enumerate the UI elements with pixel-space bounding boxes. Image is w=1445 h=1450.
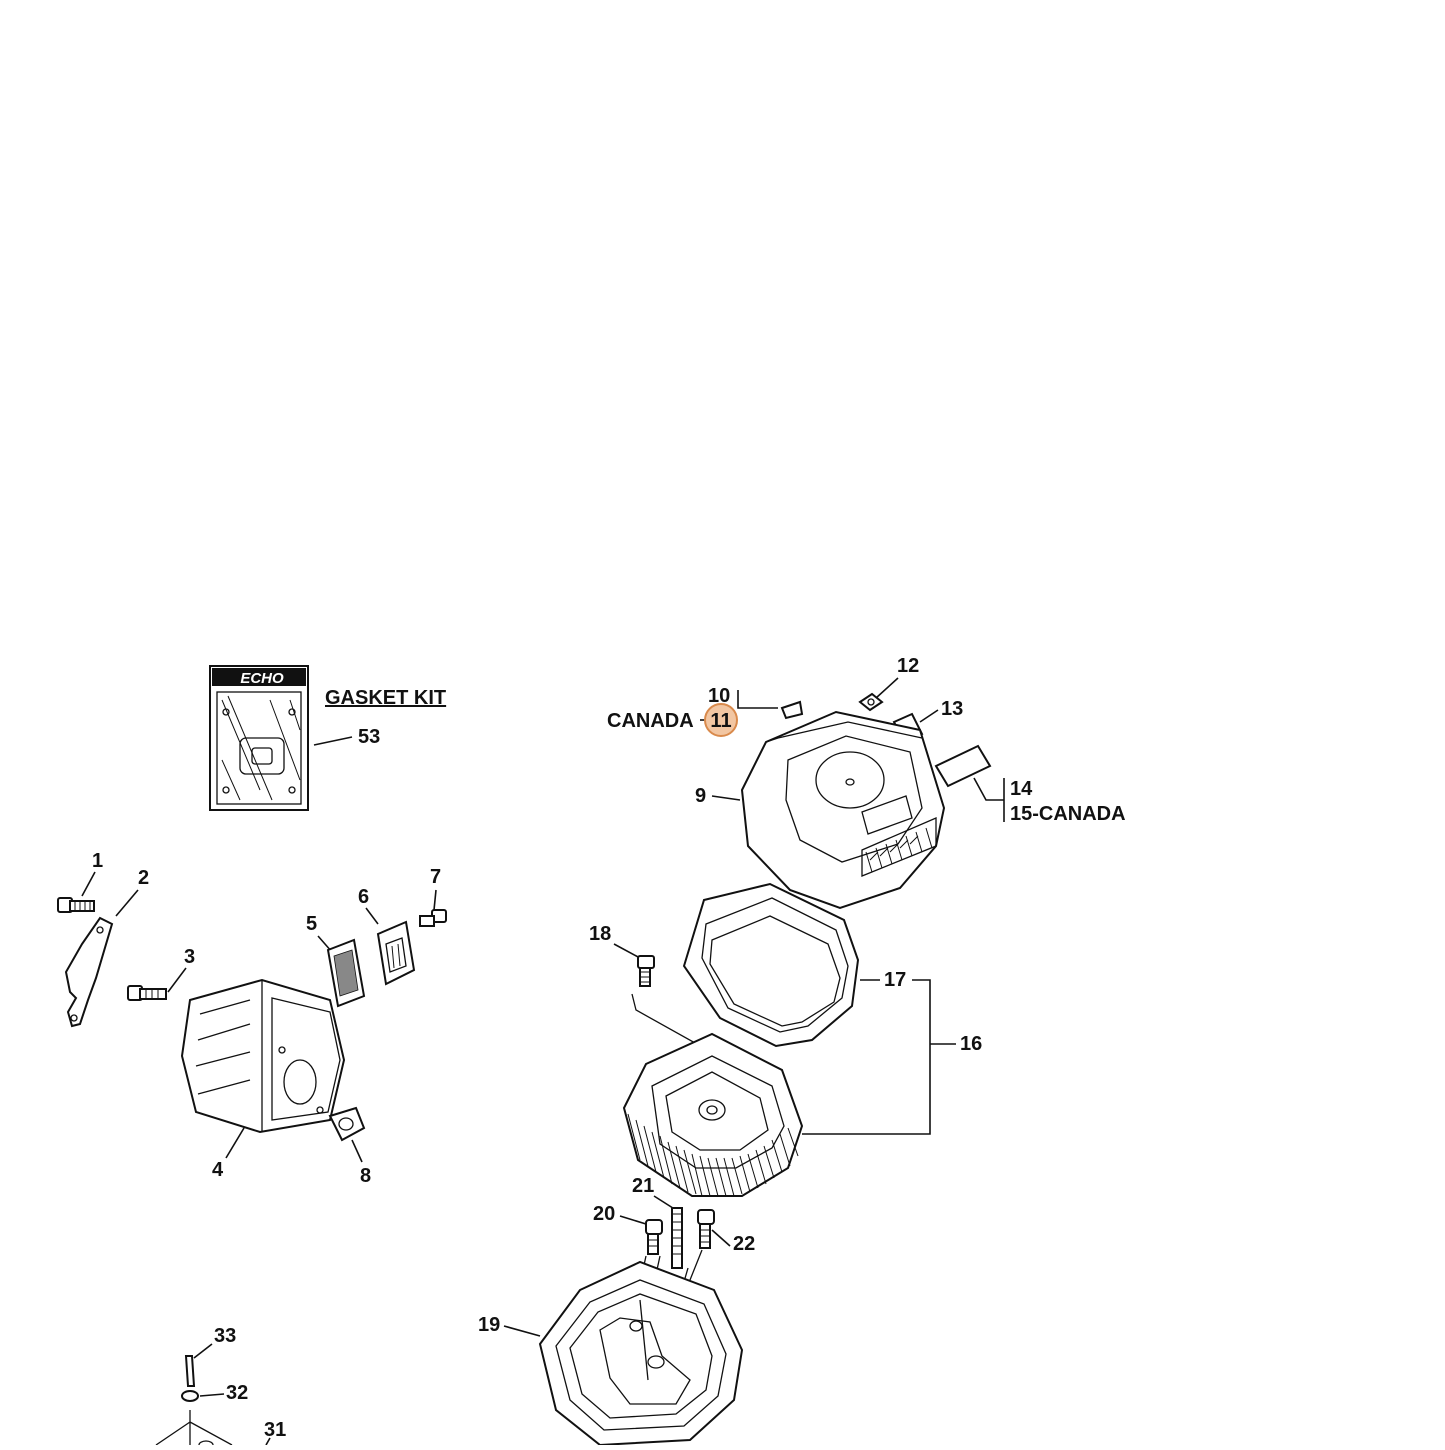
screw-20[interactable]: [645, 1219, 663, 1255]
echo-logo: ECHO: [240, 670, 284, 687]
callout-10[interactable]: 10: [708, 685, 730, 707]
callout-4[interactable]: 4: [212, 1159, 224, 1181]
muffler-cover-plate[interactable]: [376, 920, 416, 986]
pre-filter-17[interactable]: [682, 882, 860, 1048]
callout-17[interactable]: 17: [884, 969, 906, 991]
callout-13[interactable]: 13: [941, 698, 963, 720]
callout-1[interactable]: 1: [92, 850, 103, 872]
callout-32[interactable]: 32: [226, 1382, 248, 1404]
air-cleaner-cover[interactable]: [740, 710, 946, 910]
screw-22[interactable]: [697, 1209, 715, 1249]
washer-32[interactable]: [181, 1390, 199, 1402]
muffler[interactable]: [180, 978, 346, 1134]
muffler-bracket[interactable]: [64, 916, 114, 1028]
callout-53[interactable]: 53: [358, 726, 380, 748]
bolt-3[interactable]: [127, 985, 167, 1001]
knob-12[interactable]: [858, 692, 884, 712]
air-filter-element[interactable]: [622, 1032, 804, 1197]
callout-6[interactable]: 6: [358, 886, 369, 908]
screw-18[interactable]: [637, 955, 655, 987]
canada-label: CANADA: [607, 710, 694, 732]
callout-12[interactable]: 12: [897, 655, 919, 677]
label-14[interactable]: [934, 744, 992, 788]
callout-15[interactable]: 15-CANADA: [1010, 803, 1126, 825]
screw-7[interactable]: [419, 909, 447, 927]
callout-14[interactable]: 14: [1010, 778, 1033, 800]
callout-2[interactable]: 2: [138, 867, 149, 889]
callout-8[interactable]: 8: [360, 1165, 371, 1187]
callout-7[interactable]: 7: [430, 866, 441, 888]
callout-21[interactable]: 21: [632, 1175, 654, 1197]
callout-9[interactable]: 9: [695, 785, 706, 807]
bolt-1[interactable]: [57, 897, 95, 913]
callout-19[interactable]: 19: [478, 1314, 500, 1336]
callout-3[interactable]: 3: [184, 946, 195, 968]
callout-33[interactable]: 33: [214, 1325, 236, 1347]
callout-18[interactable]: 18: [589, 923, 611, 945]
callout-31[interactable]: 31: [264, 1419, 286, 1441]
pin-33[interactable]: [184, 1355, 196, 1387]
part-31[interactable]: [155, 1410, 233, 1446]
callout-16[interactable]: 16: [960, 1033, 982, 1055]
callout-11[interactable]: 11: [710, 710, 731, 732]
part-10[interactable]: [780, 700, 804, 720]
spark-arrestor-screen[interactable]: [326, 938, 366, 1008]
gasket-kit-label: GASKET KIT: [325, 687, 446, 709]
callout-5[interactable]: 5: [306, 913, 317, 935]
callout-22[interactable]: 22: [733, 1233, 755, 1255]
callout-11-highlight[interactable]: [704, 703, 738, 737]
callout-20[interactable]: 20: [593, 1203, 615, 1225]
stud-21[interactable]: [671, 1207, 683, 1269]
gasket-kit-illustration[interactable]: ECHO: [209, 665, 309, 811]
muffler-gasket[interactable]: [328, 1106, 366, 1142]
air-cleaner-base[interactable]: [538, 1260, 744, 1447]
